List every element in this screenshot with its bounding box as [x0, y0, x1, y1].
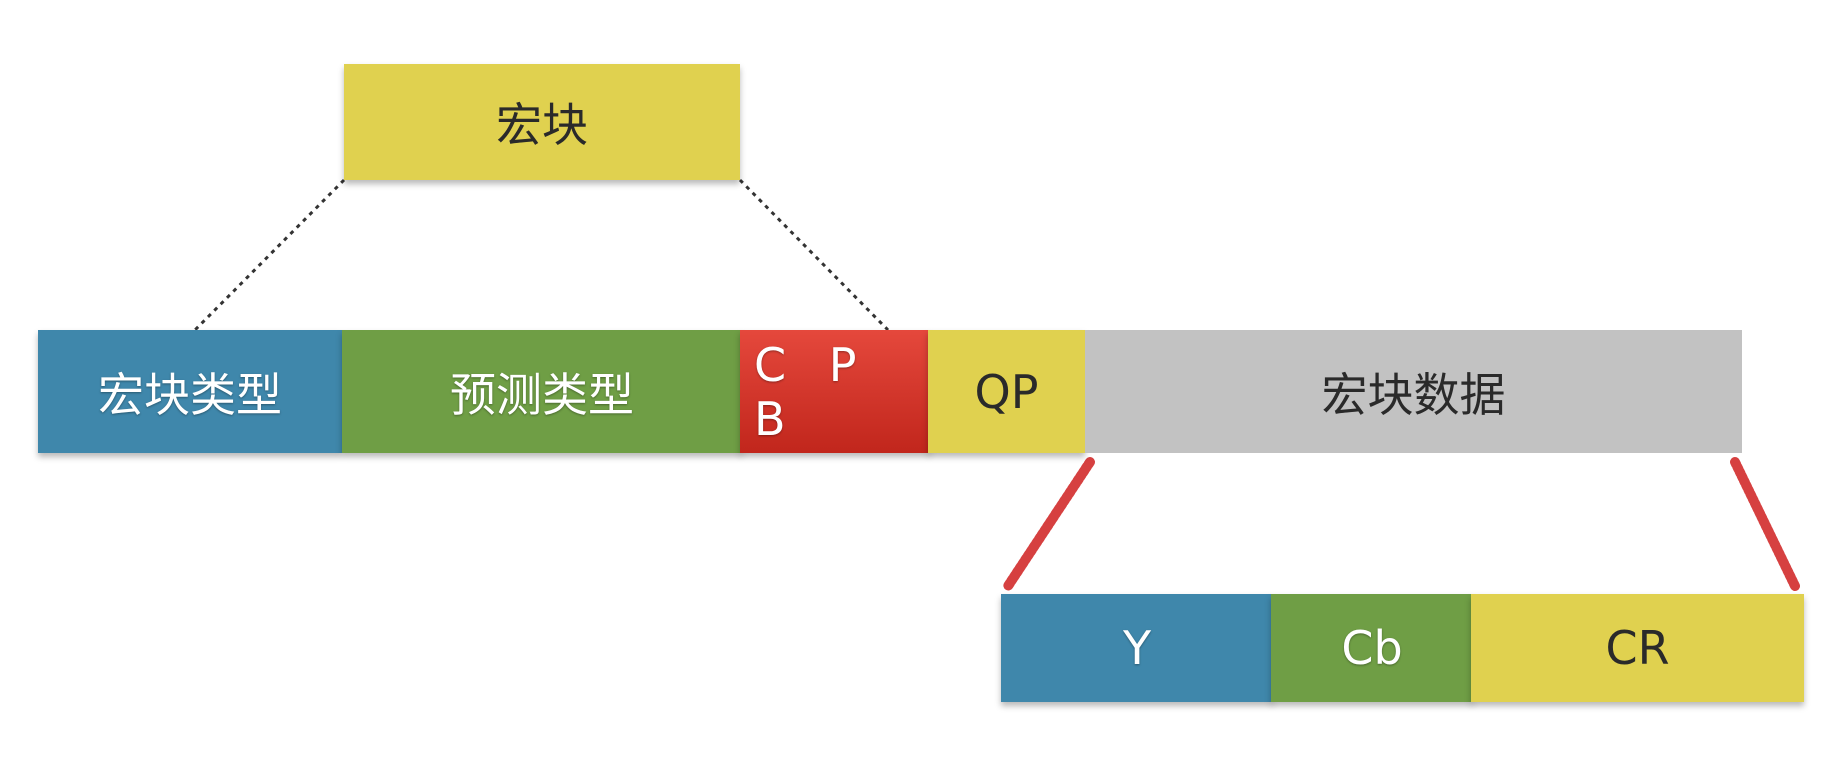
cr-label: CR [1605, 621, 1670, 675]
prediction-type-label: 预测类型 [450, 367, 634, 422]
macroblock-label: 宏块 [496, 98, 588, 152]
mb-data-box: 宏块数据 [1085, 330, 1742, 453]
red-connector-right [1730, 457, 1800, 591]
mb-data-label: 宏块数据 [1321, 367, 1506, 422]
cr-component-box: CR [1471, 594, 1804, 702]
dotted-connector-left [193, 178, 346, 332]
cb-component-box: Cb [1271, 594, 1473, 702]
prediction-type-box: 预测类型 [342, 330, 742, 453]
qp-box: QP [928, 330, 1085, 453]
mb-type-box: 宏块类型 [38, 330, 342, 453]
y-label: Y [1122, 621, 1152, 675]
cpb-box: C P B [740, 330, 930, 453]
macroblock-box: 宏块 [344, 64, 740, 180]
red-connector-left [1003, 457, 1095, 591]
y-component-box: Y [1001, 594, 1273, 702]
dotted-connector-right [738, 178, 890, 332]
cb-label: Cb [1341, 621, 1403, 675]
mb-type-label: 宏块类型 [98, 367, 282, 422]
qp-label: QP [974, 364, 1039, 419]
cpb-label: C P B [754, 337, 871, 446]
